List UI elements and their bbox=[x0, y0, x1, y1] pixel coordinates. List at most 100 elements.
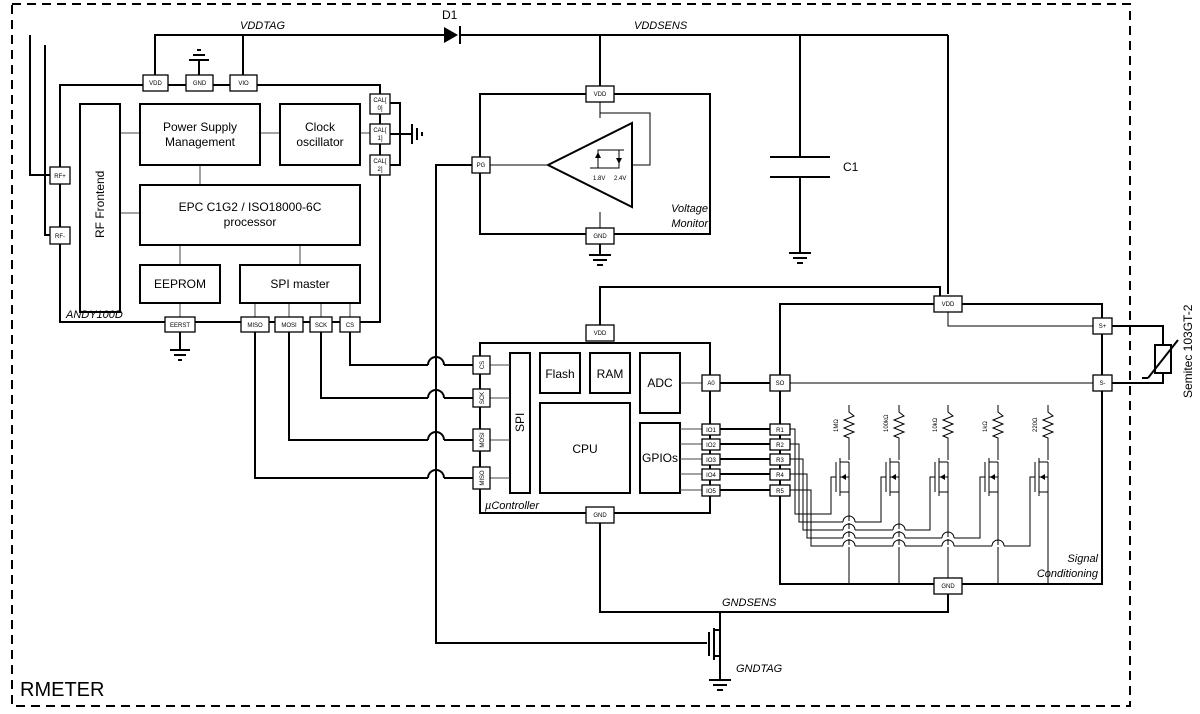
mcu-pin-mosi: MOSI bbox=[472, 428, 491, 452]
monitor-pin-vdd: VDD bbox=[585, 85, 615, 103]
diode-d1: D1 bbox=[442, 8, 461, 44]
svg-text:GND: GND bbox=[593, 513, 607, 519]
svg-text:Voltage: Voltage bbox=[671, 203, 708, 215]
ground-symbol-cal bbox=[411, 124, 423, 144]
svg-text:Power Supply: Power Supply bbox=[163, 120, 237, 134]
mcu-cpu-block: CPU bbox=[539, 402, 631, 494]
svg-text:VDD: VDD bbox=[942, 302, 955, 308]
mcu-pin-gnd: GND bbox=[585, 506, 615, 524]
svg-text:R2: R2 bbox=[776, 443, 784, 449]
clock-oscillator-block: Clock oscillator bbox=[279, 103, 361, 166]
resistor-value-label: 10kΩ bbox=[933, 417, 939, 432]
svg-text:VIO: VIO bbox=[238, 81, 249, 87]
tag-pin-sck: SCK bbox=[309, 316, 333, 333]
mcu-pin-io5: IO5 bbox=[701, 484, 721, 497]
svg-text:S-: S- bbox=[1100, 381, 1106, 387]
tag-pin-vio: VIO bbox=[229, 74, 258, 92]
tag-pin-miso: MISO bbox=[240, 316, 270, 333]
svg-text:GND: GND bbox=[941, 584, 955, 590]
mcu-pin-miso: MISO bbox=[472, 466, 491, 490]
sc-pin-so: SO bbox=[769, 374, 791, 392]
microcontroller: SPI Flash RAM ADC CPU GPIOs µController … bbox=[472, 324, 721, 524]
gate-route-5 bbox=[790, 476, 1035, 547]
sc-pin-r3: R3 bbox=[769, 453, 791, 466]
gate-route-3 bbox=[790, 458, 935, 531]
processor-block: EPC C1G2 / ISO18000-6C processor bbox=[139, 184, 361, 246]
svg-text:MISO: MISO bbox=[480, 470, 486, 486]
svg-text:0]: 0] bbox=[377, 106, 382, 112]
sc-pin-sp: S+ bbox=[1092, 317, 1113, 335]
ground-symbol-gndtag bbox=[709, 679, 731, 691]
svg-text:ADC: ADC bbox=[647, 376, 673, 390]
svg-text:Management: Management bbox=[165, 135, 236, 149]
resistor-1 bbox=[842, 405, 856, 446]
svg-text:MOSI: MOSI bbox=[281, 323, 297, 329]
svg-text:EEPROM: EEPROM bbox=[154, 277, 206, 291]
svg-text:processor: processor bbox=[224, 215, 277, 229]
svg-text:GND: GND bbox=[593, 234, 607, 240]
svg-text:R4: R4 bbox=[776, 473, 784, 479]
sc-pin-vdd: VDD bbox=[933, 295, 963, 313]
sc-pin-sm: S- bbox=[1092, 374, 1113, 392]
sc-pin-r5: R5 bbox=[769, 484, 791, 497]
hysteresis-symbol: 1.8V 2.4V bbox=[590, 149, 626, 182]
svg-text:2]: 2] bbox=[377, 167, 382, 173]
net-vddtag: VDDTAG bbox=[240, 20, 285, 32]
power-supply-block: Power Supply Management bbox=[139, 103, 261, 166]
tag-pin-gnd: GND bbox=[185, 74, 214, 92]
svg-text:SCK: SCK bbox=[480, 392, 486, 404]
svg-text:VDD: VDD bbox=[594, 331, 607, 337]
svg-text:CAL[: CAL[ bbox=[373, 98, 387, 104]
svg-text:MISO: MISO bbox=[247, 323, 263, 329]
resistor-5 bbox=[1041, 405, 1055, 446]
resistor-3 bbox=[941, 405, 955, 446]
svg-text:Flash: Flash bbox=[545, 367, 574, 381]
tag-pin-rfp: RF+ bbox=[49, 166, 71, 185]
capacitor-label: C1 bbox=[843, 160, 859, 174]
svg-text:CAL[: CAL[ bbox=[373, 159, 387, 165]
svg-text:CAL[: CAL[ bbox=[373, 128, 387, 134]
voltage-monitor: 1.8V 2.4V Voltage Monitor VDD GND PG bbox=[471, 85, 711, 245]
net-gndsens: GNDSENS bbox=[722, 597, 777, 609]
sensor-label: Semitec 103GT-2 bbox=[1181, 304, 1195, 398]
svg-text:oscillator: oscillator bbox=[296, 135, 343, 149]
resistor-value-label: 1kΩ bbox=[983, 421, 989, 432]
svg-text:Conditioning: Conditioning bbox=[1037, 568, 1099, 580]
svg-text:PG: PG bbox=[477, 163, 486, 169]
eeprom-block: EEPROM bbox=[139, 264, 221, 304]
monitor-pin-pg: PG bbox=[471, 156, 491, 174]
svg-text:RAM: RAM bbox=[597, 367, 624, 381]
mcu-label: µController bbox=[485, 500, 540, 512]
svg-text:EERST: EERST bbox=[170, 323, 190, 329]
monitor-pin-gnd: GND bbox=[585, 227, 615, 245]
rf-frontend-block: RF Frontend bbox=[79, 103, 121, 313]
svg-text:SCK: SCK bbox=[315, 323, 327, 329]
svg-text:VDD: VDD bbox=[594, 92, 607, 98]
svg-text:CS: CS bbox=[346, 323, 354, 329]
svg-text:A0: A0 bbox=[707, 381, 715, 387]
resistor-2 bbox=[892, 405, 906, 446]
resistor-4 bbox=[991, 405, 1005, 446]
svg-text:MOSI: MOSI bbox=[480, 432, 486, 448]
svg-text:IO4: IO4 bbox=[706, 473, 716, 479]
mcu-spi-block: SPI bbox=[509, 352, 531, 494]
svg-text:Signal: Signal bbox=[1067, 553, 1098, 565]
svg-text:R3: R3 bbox=[776, 458, 784, 464]
mcu-pin-io4: IO4 bbox=[701, 468, 721, 481]
tag-pin-cal0: CAL[ 0] bbox=[369, 93, 391, 115]
sc-pin-r4: R4 bbox=[769, 468, 791, 481]
svg-text:EPC C1G2 / ISO18000-6C: EPC C1G2 / ISO18000-6C bbox=[179, 200, 322, 214]
tag-pin-eerst: EERST bbox=[164, 316, 196, 333]
svg-text:R5: R5 bbox=[776, 489, 784, 495]
svg-text:1]: 1] bbox=[377, 136, 382, 142]
svg-text:RF+: RF+ bbox=[54, 174, 66, 180]
svg-text:Monitor: Monitor bbox=[671, 218, 709, 230]
mcu-pin-vdd: VDD bbox=[585, 324, 615, 342]
svg-text:RF-: RF- bbox=[55, 234, 65, 240]
svg-text:R1: R1 bbox=[776, 428, 784, 434]
sc-pin-r2: R2 bbox=[769, 438, 791, 451]
ground-symbol-tag-gnd bbox=[189, 49, 209, 61]
svg-text:IO3: IO3 bbox=[706, 458, 716, 464]
gate-route-2 bbox=[790, 443, 886, 523]
